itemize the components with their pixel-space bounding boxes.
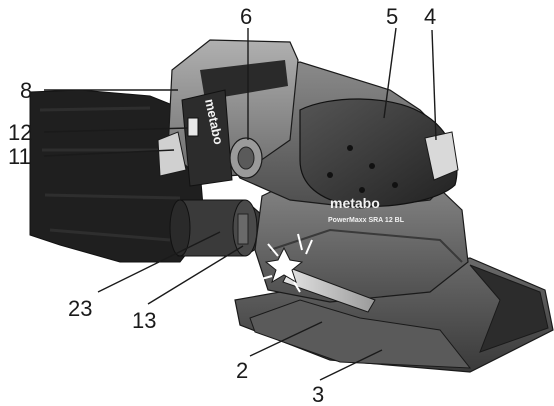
on-off-switch (424, 131, 459, 181)
plate-clamp (249, 299, 472, 369)
callout-4: 4 (424, 4, 436, 29)
leader-5 (383, 27, 397, 119)
callout-6: 6 (240, 4, 252, 29)
housing-model-text: PowerMaxx SRA 12 BL (328, 217, 405, 224)
callout-5: 5 (386, 4, 398, 29)
callout-2: 2 (236, 358, 248, 383)
capacity-indicator-button (187, 117, 199, 137)
leader-4 (431, 29, 437, 141)
leader-lines (43, 27, 437, 381)
leader-13 (147, 245, 244, 305)
palm-grip (299, 98, 458, 207)
callout-3: 3 (312, 382, 324, 406)
leader-11 (43, 149, 175, 157)
callout-23: 23 (68, 296, 92, 321)
leader-12 (43, 127, 189, 133)
battery-release-tab (157, 131, 187, 177)
leader-23 (97, 231, 221, 293)
leader-2 (249, 321, 323, 357)
callout-11: 11 (8, 144, 31, 169)
callout-8: 8 (20, 78, 32, 103)
callout-12: 12 (8, 120, 32, 145)
direction-arrow-icon (257, 233, 376, 313)
callout-13: 13 (132, 308, 156, 333)
housing-brand-text: metabo (330, 195, 380, 211)
leader-3 (319, 349, 383, 381)
callout-labels: 6 5 4 8 12 11 23 13 2 3 (8, 4, 436, 406)
